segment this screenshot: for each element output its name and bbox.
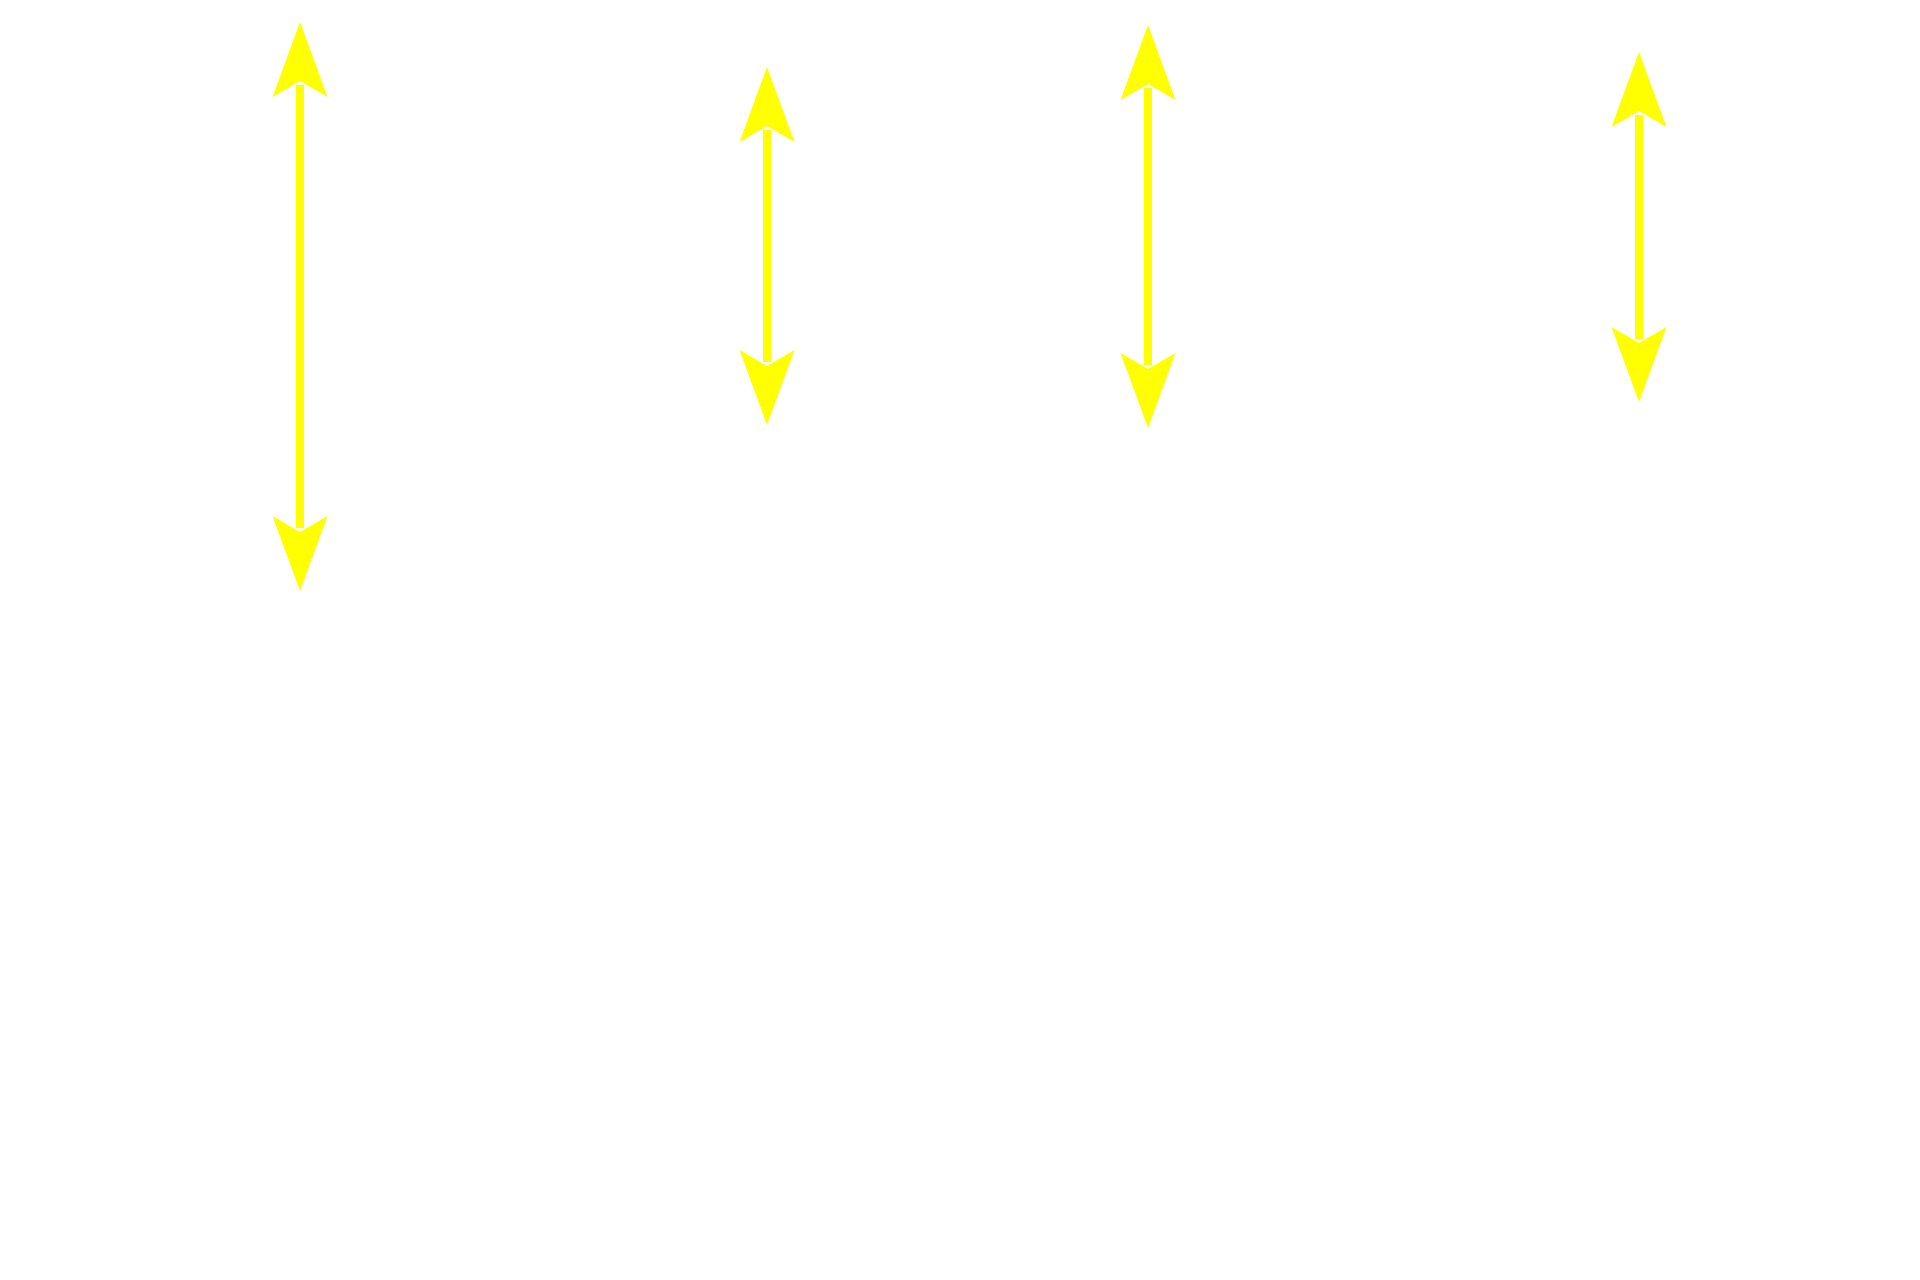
double-arrow-1-shaft [296, 85, 304, 528]
double-arrow-2-shaft [763, 130, 771, 362]
double-arrow-3 [1120, 25, 1176, 428]
double-arrow-2-head-top [739, 67, 795, 142]
double-arrow-3-shaft [1144, 88, 1152, 365]
arrows-layer [272, 22, 1667, 591]
double-arrow-3-head-top [1120, 25, 1176, 100]
double-arrow-4-head-bottom [1611, 327, 1667, 402]
double-arrow-1-head-top [272, 22, 328, 97]
double-arrow-4-head-top [1611, 52, 1667, 127]
double-arrow-1-head-bottom [272, 516, 328, 591]
double-arrow-2-head-bottom [739, 350, 795, 425]
double-arrow-1 [272, 22, 328, 591]
double-arrow-4-shaft [1635, 115, 1643, 339]
double-arrow-3-head-bottom [1120, 353, 1176, 428]
double-arrow-2 [739, 67, 795, 425]
double-arrow-4 [1611, 52, 1667, 402]
